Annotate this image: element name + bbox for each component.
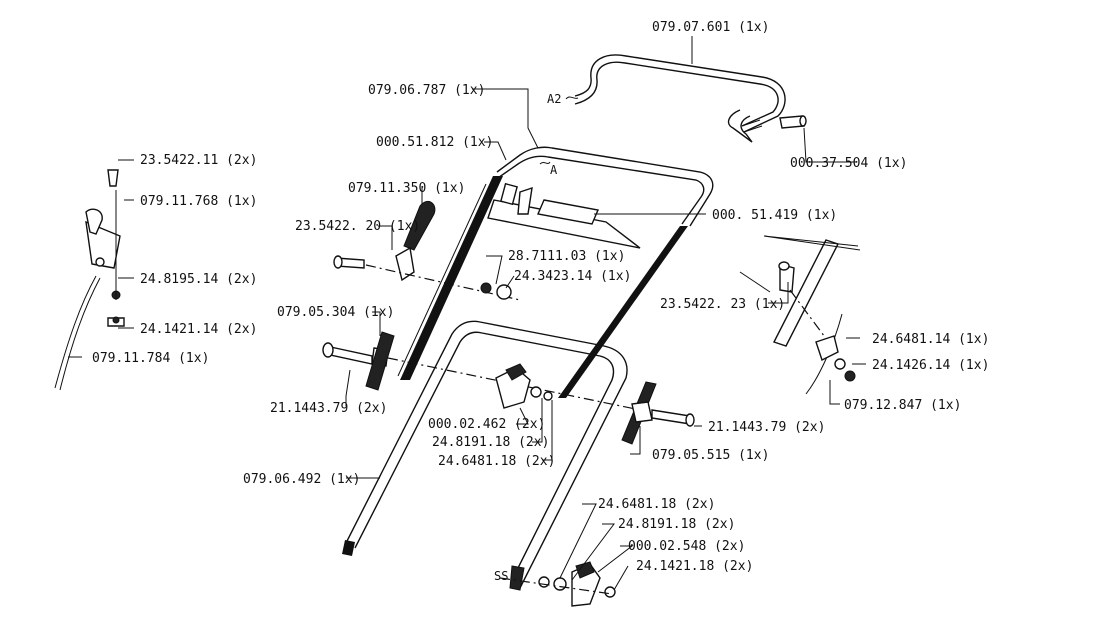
leader-lines (68, 36, 866, 591)
lower-handle-frame (342, 320, 628, 591)
callout-079-06-787: 079.06.787 (1x) (368, 83, 485, 98)
callout-24-3423-14: 24.3423.14 (1x) (514, 269, 631, 284)
lever-079-11-350 (333, 201, 521, 301)
callout-000-51-419: 000. 51.419 (1x) (712, 208, 837, 223)
callout-24-6481-18-upper: 24.6481.18 (2x) (438, 454, 555, 469)
callout-24-8191-18-upper: 24.8191.18 (2x) (432, 435, 549, 450)
callout-24-8195-14: 24.8195.14 (2x) (140, 272, 257, 287)
right-detail-bracket (739, 235, 861, 395)
callout-079-05-304: 079.05.304 (1x) (277, 305, 394, 320)
callout-labels: 079.07.601 (1x) 079.06.787 (1x) 000.51.8… (92, 20, 989, 583)
callout-21-1443-79-left: 21.1443.79 (2x) (270, 401, 387, 416)
right-clamp-079-05-515 (621, 381, 695, 445)
callout-079-11-350: 079.11.350 (1x) (348, 181, 465, 196)
upper-handle-frame (397, 146, 714, 398)
marker-a: A (550, 163, 558, 177)
callout-079-11-784: 079.11.784 (1x) (92, 351, 209, 366)
marker-ss: SS (494, 569, 508, 583)
callout-079-11-768: 079.11.768 (1x) (140, 194, 257, 209)
callout-23-5422-11: 23.5422.11 (2x) (140, 153, 257, 168)
callout-24-1421-14: 24.1421.14 (2x) (140, 322, 257, 337)
callout-24-6481-14: 24.6481.14 (1x) (872, 332, 989, 347)
callout-24-6481-18-lower: 24.6481.18 (2x) (598, 497, 715, 512)
cable-lever-assembly (54, 169, 125, 391)
callout-24-8191-18-lower: 24.8191.18 (2x) (618, 517, 735, 532)
left-clamp-079-05-304 (322, 331, 651, 413)
callout-000-51-812: 000.51.812 (1x) (376, 135, 493, 150)
callout-079-06-492: 079.06.492 (1x) (243, 472, 360, 487)
marker-a2: A2 (547, 92, 561, 106)
callout-000-02-462: 000.02.462 (2x) (428, 417, 545, 432)
callout-079-07-601: 079.07.601 (1x) (652, 20, 769, 35)
callout-23-5422-20: 23.5422. 20 (1x) (295, 219, 420, 234)
knob-000-02-548 (499, 561, 616, 607)
callout-000-02-548: 000.02.548 (2x) (628, 539, 745, 554)
callout-079-05-515: 079.05.515 (1x) (652, 448, 769, 463)
callout-24-1426-14: 24.1426.14 (1x) (872, 358, 989, 373)
callout-28-7111-03: 28.7111.03 (1x) (508, 249, 625, 264)
callout-24-1421-18: 24.1421.18 (2x) (636, 559, 753, 574)
callout-079-12-847: 079.12.847 (1x) (844, 398, 961, 413)
handle-grip (779, 115, 807, 129)
callout-21-1443-79-right: 21.1443.79 (2x) (708, 420, 825, 435)
callout-23-5422-23: 23.5422. 23 (1x) (660, 297, 785, 312)
callout-000-37-504: 000.37.504 (1x) (790, 156, 907, 171)
top-handle-bar (574, 54, 786, 143)
knob-000-02-462 (495, 363, 553, 409)
